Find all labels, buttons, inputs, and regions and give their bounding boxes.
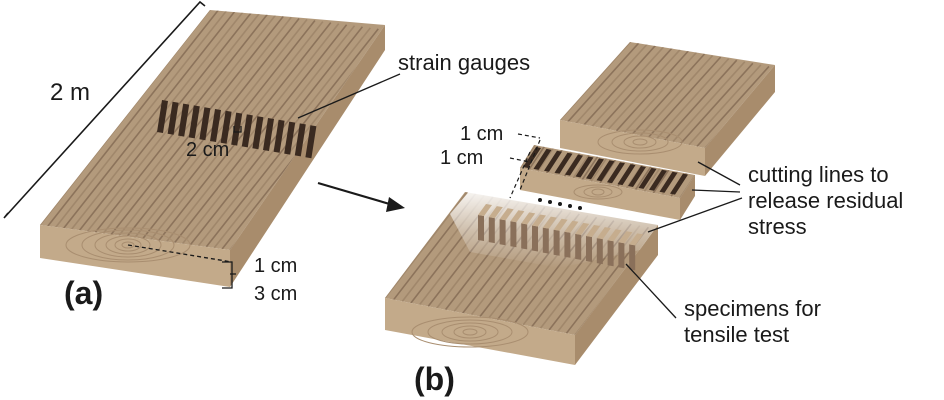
label-3cm: 3 cm <box>254 283 297 305</box>
tensile-specimen <box>586 236 592 262</box>
label-strain-gauges: strain gauges <box>398 50 530 75</box>
tensile-specimen <box>554 230 560 256</box>
leader-specimens <box>626 264 676 318</box>
tensile-specimen <box>500 219 506 245</box>
tensile-specimen <box>532 226 538 252</box>
tensile-specimen <box>608 240 614 266</box>
tensile-specimen <box>629 244 635 270</box>
tensile-specimen <box>597 238 603 264</box>
label-cutting-lines: cutting lines to release residual stress <box>748 162 909 239</box>
arrow-a-to-b <box>318 183 405 212</box>
label-specimens: specimens for tensile test <box>684 296 827 347</box>
tensile-specimen <box>575 234 581 260</box>
tensile-specimen <box>521 223 527 249</box>
board-b-lower <box>385 188 660 365</box>
board-b-upper-piece <box>560 40 777 176</box>
tensile-specimen <box>478 215 484 241</box>
panel-b-tag: (b) <box>414 361 455 397</box>
tensile-specimen <box>543 228 549 254</box>
tensile-specimen <box>510 221 516 247</box>
label-1cm-a: 1 cm <box>254 255 297 277</box>
tensile-specimen <box>618 242 624 268</box>
label-2cm: 2 cm <box>186 139 229 161</box>
panel-a-tag: (a) <box>64 275 103 311</box>
tensile-specimen <box>564 232 570 258</box>
label-1cm-b1: 1 cm <box>460 123 503 145</box>
label-1cm-b2: 1 cm <box>440 147 483 169</box>
tensile-specimen <box>489 217 495 243</box>
label-2m: 2 m <box>50 79 90 106</box>
